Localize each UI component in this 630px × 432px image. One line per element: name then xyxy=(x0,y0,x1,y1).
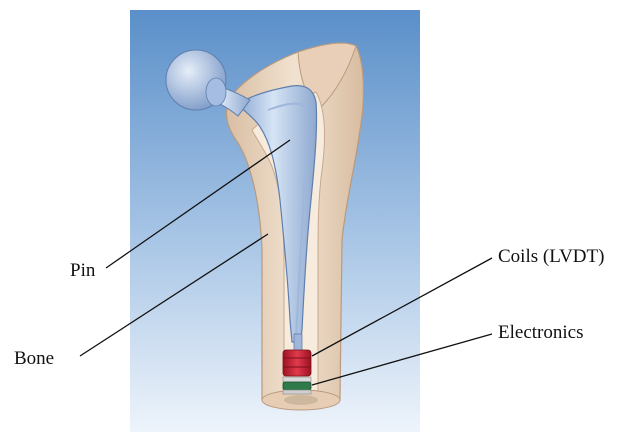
coils-lvdt xyxy=(283,350,311,376)
electronics-module xyxy=(283,377,311,394)
pin-tip xyxy=(294,334,302,352)
pin-ball-collar xyxy=(206,78,226,106)
pin-label: Pin xyxy=(70,260,95,282)
bone-label: Bone xyxy=(14,348,54,370)
electronics-label: Electronics xyxy=(498,322,583,344)
bone-tube-hole xyxy=(284,395,318,405)
coils-label: Coils (LVDT) xyxy=(498,246,604,268)
